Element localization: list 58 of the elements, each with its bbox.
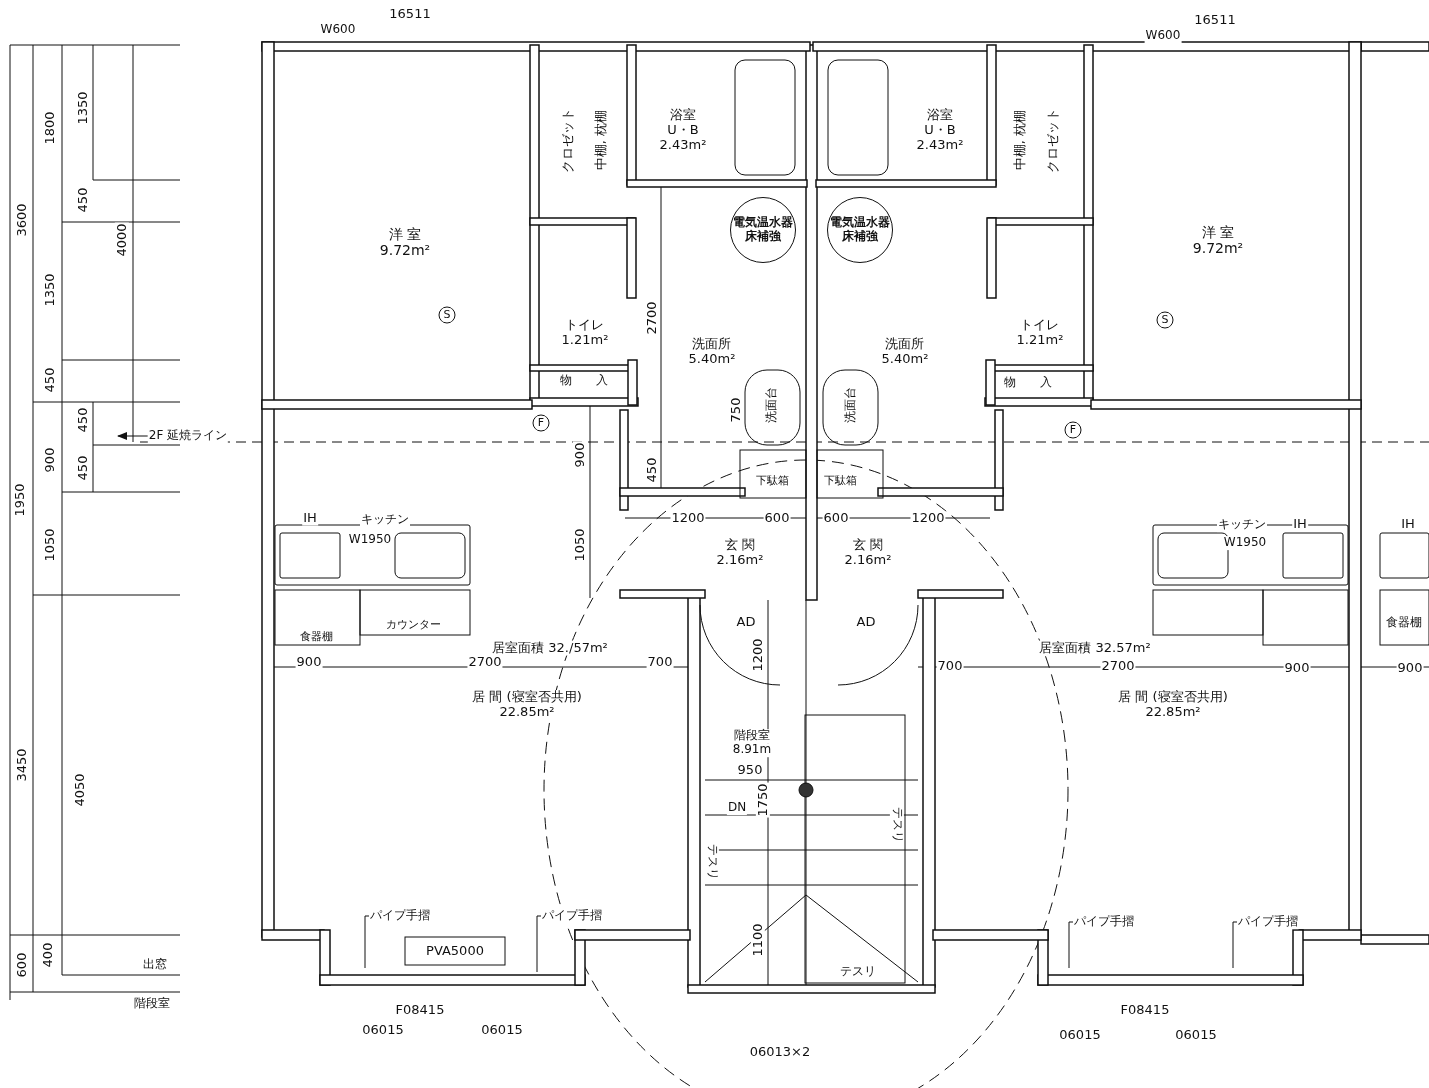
fixture-label: キッチン bbox=[360, 513, 410, 527]
storage-note: 中棚, 枕棚 bbox=[594, 108, 609, 172]
room-name: 居 間 (寝室否共用) bbox=[1117, 690, 1229, 705]
room-name: 浴室 bbox=[926, 107, 954, 123]
room-name: 洋 室 bbox=[387, 225, 423, 242]
leader-line bbox=[1068, 921, 1074, 969]
callout-text: パイプ手摺 bbox=[369, 909, 431, 923]
fixture-label: 食器棚 bbox=[1385, 616, 1423, 630]
room-name: 洗面所 bbox=[691, 337, 733, 352]
floor-area: 8.91m bbox=[731, 743, 773, 757]
fixture-label: 食器棚 bbox=[298, 630, 334, 644]
fixture-label: W600 bbox=[1144, 29, 1182, 43]
room-name: 階段室 bbox=[733, 729, 771, 743]
fixture-label: IH bbox=[302, 510, 318, 526]
leader-line bbox=[1232, 921, 1238, 969]
equipment-note: 電気温水器床補強 bbox=[732, 216, 794, 244]
fixture-label: 出窓 bbox=[142, 958, 168, 972]
fixture-label: 階段室 bbox=[133, 997, 171, 1011]
leader-line bbox=[536, 915, 542, 973]
fixture-label: 居室面積 32.57m² bbox=[1038, 640, 1152, 656]
callout-text: パイプ手摺 bbox=[541, 909, 603, 923]
circled-symbol bbox=[532, 414, 550, 432]
fixture-label: キッチン bbox=[1217, 518, 1267, 532]
fixture-label: 洗面台 bbox=[844, 386, 858, 424]
room-name: 居 間 (寝室否共用) bbox=[471, 690, 583, 705]
dimension-text: 1750 bbox=[755, 782, 771, 818]
fixture-label: 洗面台 bbox=[765, 386, 779, 424]
room-name: 入 bbox=[595, 374, 609, 388]
fixture-label: カウンター bbox=[384, 618, 442, 632]
dimension-text: 700 bbox=[646, 654, 674, 670]
room-name: 入 bbox=[1039, 376, 1053, 390]
circled-symbol bbox=[1156, 311, 1174, 329]
room-name: 玄 関 bbox=[723, 538, 757, 553]
fixture-label: 下駄箱 bbox=[754, 474, 790, 488]
equipment-note: 電気温水器床補強 bbox=[829, 216, 891, 244]
fixture-label: DN bbox=[726, 801, 748, 815]
floor-area: 22.85m² bbox=[498, 705, 556, 720]
room-name: 玄 関 bbox=[851, 538, 885, 553]
circled-symbol bbox=[438, 306, 456, 324]
callout-text: パイプ手摺 bbox=[1073, 915, 1135, 929]
storage-note: 中棚, 枕棚 bbox=[1013, 108, 1028, 172]
callout-text: パイプ手摺 bbox=[1237, 915, 1299, 929]
room-name: 物 bbox=[559, 374, 573, 388]
leader-line bbox=[364, 915, 370, 969]
room-name: 浴室 bbox=[669, 107, 697, 123]
dimension-text: 1100 bbox=[750, 922, 766, 958]
callout-text: 2F 延焼ライン bbox=[147, 429, 229, 443]
dimension-text: 4000 bbox=[114, 222, 130, 258]
dimension-text: 900 bbox=[295, 654, 323, 670]
room-name: 洗面所 bbox=[884, 337, 926, 352]
leader-line bbox=[117, 432, 149, 440]
circled-symbol bbox=[1064, 421, 1082, 439]
fixture-label: W1950 bbox=[1222, 536, 1268, 550]
fixture-label: 居室面積 32./57m² bbox=[491, 640, 609, 656]
fixture-label: 下駄箱 bbox=[822, 474, 858, 488]
room-name: 洋 室 bbox=[1200, 223, 1236, 240]
dimension-text: 2700 bbox=[467, 654, 503, 670]
room-name: 物 bbox=[1003, 376, 1017, 390]
